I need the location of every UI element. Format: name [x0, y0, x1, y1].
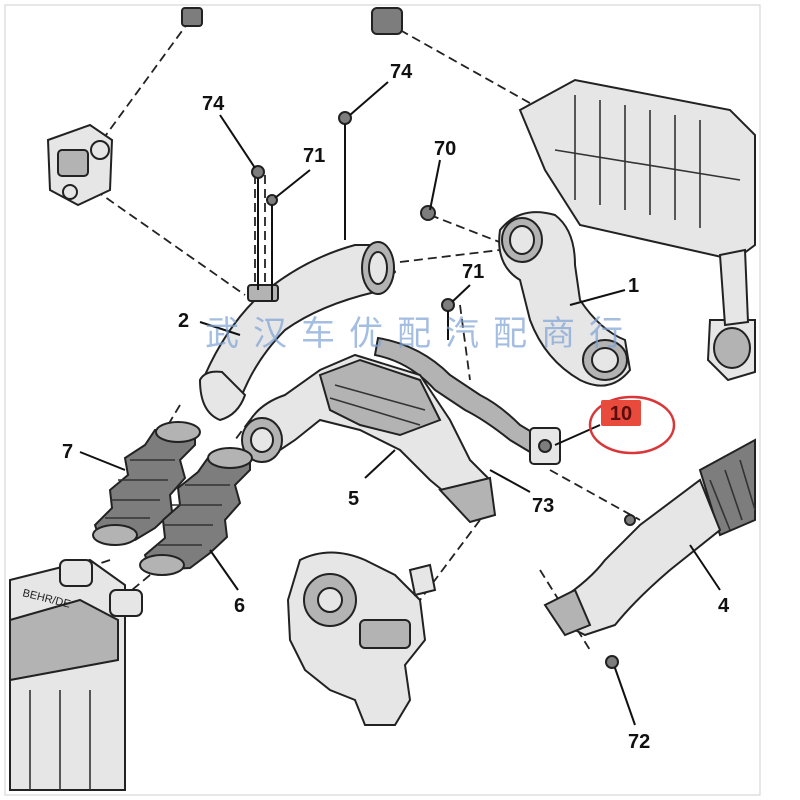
part-5-heat-shield-pipe [241, 353, 497, 524]
callout-10: 10 [610, 403, 632, 425]
callout-71-upper: 71 [303, 145, 325, 167]
callout-74-right: 74 [390, 61, 413, 83]
highlight-box [601, 400, 641, 426]
callout-74-left: 74 [202, 93, 225, 115]
callout-labels: 1 2 4 5 6 7 70 71 71 72 73 74 74 [62, 61, 730, 753]
callout-2: 2 [178, 310, 189, 332]
top-fittings [181, 7, 403, 35]
highlight-ring [588, 395, 676, 455]
highlight-part-10: 10 [588, 395, 676, 455]
bolts [251, 111, 455, 340]
part-2-air-pipe [198, 241, 397, 422]
part-4-outlet-pipe [543, 438, 756, 669]
callout-1: 1 [628, 275, 639, 297]
callout-72: 72 [628, 731, 650, 753]
callout-73: 73 [532, 495, 554, 517]
part-6-bellows-hose [139, 447, 253, 576]
shop-watermark: 武汉车优配汽配商行 [205, 314, 637, 354]
intake-manifold [518, 78, 756, 382]
valve-housing-top-left [46, 123, 114, 207]
callout-7: 7 [62, 441, 73, 463]
callout-71-lower: 71 [462, 261, 484, 283]
callout-4: 4 [718, 595, 730, 617]
callout-5: 5 [348, 488, 359, 510]
turbocharger [286, 551, 437, 726]
leader-lines [79, 81, 721, 726]
part-1-elbow-pipe [498, 211, 632, 387]
callout-70: 70 [434, 138, 456, 160]
intercooler: BEHR/DE [9, 558, 143, 791]
callout-6: 6 [234, 595, 245, 617]
